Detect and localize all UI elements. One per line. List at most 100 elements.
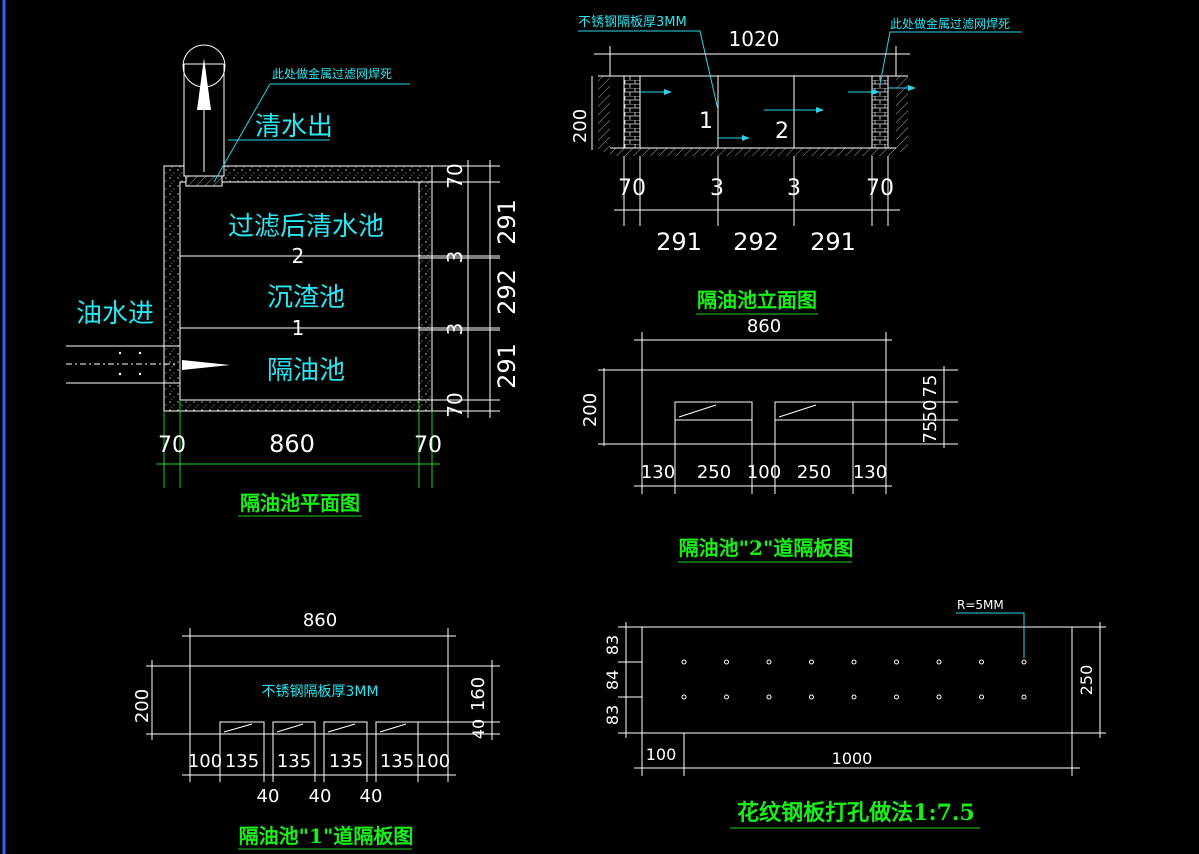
svg-text:50: 50 [920,400,941,423]
svg-text:75: 75 [920,421,941,444]
elevation-title: 隔油池立面图 [697,288,817,312]
elevation-wall-right [871,75,889,149]
steel-hole [809,694,814,700]
plate2-opening-left [674,401,753,421]
steel-radius-label: R=5MM [957,598,1004,612]
svg-text:291: 291 [656,228,702,256]
steel-hole [936,694,942,700]
plate2-title: 隔油池"2"道隔板图 [679,536,854,560]
plate2-height-dim: 200 [580,393,601,427]
svg-text:40: 40 [257,786,280,807]
svg-text:40: 40 [309,786,332,807]
steel-title: 花纹钢板打孔做法1:7.5 [737,800,975,826]
svg-text:291: 291 [493,199,521,245]
plate1-view: 不锈钢隔板厚3MM 860 200 160 40 100 135 135 135… [132,610,500,850]
steel-right-dim: 250 [1077,665,1096,696]
plate1-title: 隔油池"1"道隔板图 [239,824,414,848]
elevation-base-slab [610,148,896,156]
plan-title: 隔油池平面图 [240,491,360,515]
elevation-plate-2-label: 2 [775,119,789,144]
svg-text:100: 100 [188,751,222,772]
plate2-outline [641,369,887,445]
plan-plate-2-label: 2 [292,244,305,268]
plan-weld-leader [213,83,410,183]
steel-plate-view: R=5MM 83 84 83 250 100 1000 花纹钢板打孔做法1:7.… [603,598,1106,829]
plate2-view: 860 200 75 50 75 130 250 100 250 130 隔油池… [580,316,958,563]
steel-hole [766,659,772,665]
svg-text:1000: 1000 [832,749,873,768]
svg-text:130: 130 [641,462,675,483]
plan-view: 此处做金属过滤网焊死 清水出 油水进 过滤后清水池 2 沉渣池 1 隔油池 [66,44,521,517]
elevation-note-right: 此处做金属过滤网焊死 [890,16,1010,31]
steel-hole [681,694,687,700]
plate1-height-dim: 200 [132,689,153,723]
svg-text:70: 70 [866,176,894,201]
steel-hole [851,694,857,700]
svg-text:292: 292 [493,269,521,315]
steel-hole [766,694,772,700]
svg-text:160: 160 [468,677,489,711]
svg-text:70: 70 [443,392,467,417]
svg-text:250: 250 [797,462,831,483]
plate1-top-dim: 860 [303,610,337,631]
svg-text:70: 70 [618,176,646,201]
steel-hole [681,659,687,665]
elevation-note-left-leader [578,30,719,111]
elevation-ground-right [896,76,908,152]
plate1-outline [189,665,449,735]
elevation-height-dim: 200 [570,109,591,143]
plate2-top-dim: 860 [747,316,781,337]
svg-text:135: 135 [225,751,259,772]
plate2-opening-right [774,401,854,421]
plan-plate-1-label: 1 [292,316,305,340]
steel-hole [1021,694,1027,700]
svg-text:70: 70 [414,433,442,458]
plan-right-dimensions: 70 291 3 292 3 291 70 [419,160,521,418]
svg-text:135: 135 [277,751,311,772]
steel-hole [809,659,814,665]
elevation-note-right-leader [879,31,1022,85]
plan-inlet-label: 油水进 [76,299,154,329]
chamber-oil-separator: 隔油池 [267,356,345,386]
svg-text:250: 250 [697,462,731,483]
svg-text:100: 100 [646,745,677,764]
steel-hole [851,659,857,665]
plate1-note: 不锈钢隔板厚3MM [261,684,378,700]
svg-text:83: 83 [603,705,622,725]
elevation-wall-left [623,75,641,149]
outlet-arrow-icon [197,58,211,110]
elevation-note-left: 不锈钢隔板厚3MM [578,15,687,30]
svg-text:40: 40 [360,786,383,807]
svg-text:135: 135 [329,751,363,772]
elevation-top-dim: 1020 [729,27,780,51]
filter-screen [185,175,223,187]
svg-text:130: 130 [853,462,887,483]
plan-weld-note: 此处做金属过滤网焊死 [272,66,392,81]
steel-plate-holes [681,659,1027,700]
chamber-clean-water: 过滤后清水池 [228,212,384,242]
plan-inner-chamber [179,181,420,401]
svg-text:75: 75 [920,375,941,398]
svg-text:291: 291 [810,228,856,256]
svg-text:3: 3 [443,323,467,336]
elevation-ground-left [598,76,610,152]
steel-hole [894,659,899,665]
steel-hole [1021,659,1027,665]
steel-hole [894,694,899,700]
svg-text:3: 3 [787,176,801,201]
svg-text:84: 84 [603,670,622,690]
svg-text:135: 135 [380,751,414,772]
svg-text:70: 70 [158,433,186,458]
svg-text:292: 292 [733,228,779,256]
steel-hole [724,694,729,700]
svg-text:3: 3 [710,176,724,201]
steel-hole [724,659,729,665]
steel-hole [936,659,942,665]
svg-text:860: 860 [269,430,315,458]
svg-text:291: 291 [493,343,521,389]
svg-text:3: 3 [443,251,467,264]
plan-bottom-dimensions: 70 860 70 [156,400,442,488]
inlet-arrow-icon [182,360,230,370]
steel-plate-outline [641,626,1073,734]
